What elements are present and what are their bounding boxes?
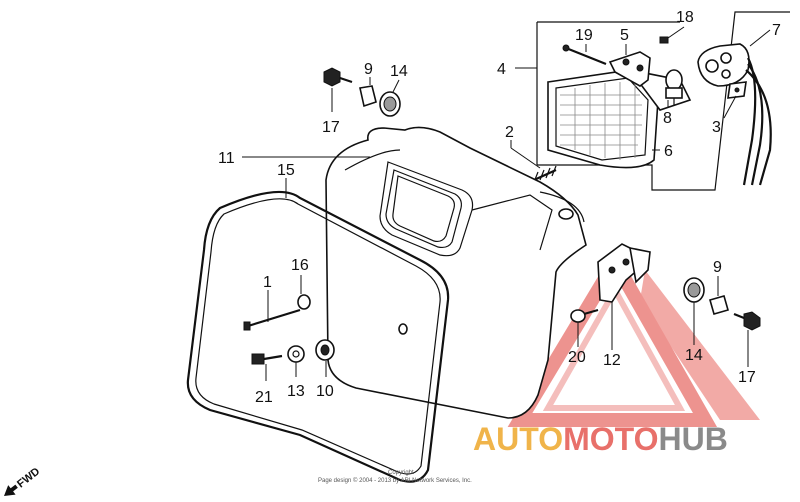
callout-16: 16 (291, 257, 309, 274)
socket-part (697, 43, 772, 186)
watermark-part-auto: AUTO (473, 421, 563, 457)
bulb-part (665, 69, 683, 106)
callout-15: 15 (277, 162, 295, 179)
callout-3: 3 (712, 119, 721, 136)
callout-21: 21 (255, 389, 273, 406)
headlight-rim-trim (186, 190, 450, 483)
collar-part-9-right (709, 295, 729, 315)
callout-7: 7 (772, 22, 781, 39)
rubber-part-14-right (683, 277, 705, 303)
callout-14-left: 14 (390, 63, 408, 80)
adjust-screw-part (533, 165, 557, 183)
callout-18: 18 (676, 9, 694, 26)
collar-part-13 (287, 345, 305, 363)
callout-5: 5 (620, 27, 629, 44)
watermark-triangle-logo (507, 248, 760, 427)
watermark-wordmark: AUTOMOTOHUB (473, 421, 728, 457)
callout-14-right: 14 (685, 347, 703, 364)
callout-1: 1 (263, 274, 272, 291)
small-screw-part (659, 36, 669, 44)
callout-13: 13 (287, 383, 305, 400)
callout-10: 10 (316, 383, 334, 400)
forward-direction-indicator: FWD (4, 466, 42, 496)
footer-copyright: Copyright Page design © 2004 - 2013 by A… (318, 470, 472, 484)
headlight-case (325, 126, 587, 419)
callout-6: 6 (664, 143, 673, 160)
copyright-text: Page design © 2004 - 2013 by ARI Network… (318, 477, 472, 484)
copyright-label: Copyright (388, 470, 414, 476)
leader-lines (242, 26, 771, 381)
callout-2: 2 (505, 124, 514, 141)
callout-8: 8 (663, 110, 672, 127)
screw-part (565, 46, 607, 66)
callout-11: 11 (218, 150, 235, 167)
bolt-part-17-left (323, 67, 353, 87)
watermark-part-moto: MOTO (563, 421, 658, 457)
watermark-part-hub: HUB (658, 421, 727, 457)
washer-part-16 (297, 294, 311, 310)
bolt-part-1 (243, 308, 301, 331)
callout-19: 19 (575, 27, 593, 44)
bracket-part (608, 51, 651, 87)
bolt-part-17-right (733, 311, 761, 331)
rubber-part-14-left (379, 91, 401, 117)
collar-part-9-left (359, 85, 377, 108)
screw-part-21 (251, 353, 283, 365)
fwd-label: FWD (15, 466, 42, 491)
callout-9-left: 9 (364, 61, 373, 78)
svg-text:AUTOMOTOHUB: AUTOMOTOHUB (473, 421, 728, 457)
callout-17-right: 17 (738, 369, 756, 386)
callout-12: 12 (603, 352, 621, 369)
callout-labels: 1 2 3 4 5 6 7 8 9 9 10 11 12 13 14 14 15… (218, 9, 781, 406)
bracket-part-12 (597, 243, 651, 303)
callout-20: 20 (568, 349, 586, 366)
callout-4: 4 (497, 61, 506, 78)
callout-17-left: 17 (322, 119, 340, 136)
callout-9-right: 9 (713, 259, 722, 276)
